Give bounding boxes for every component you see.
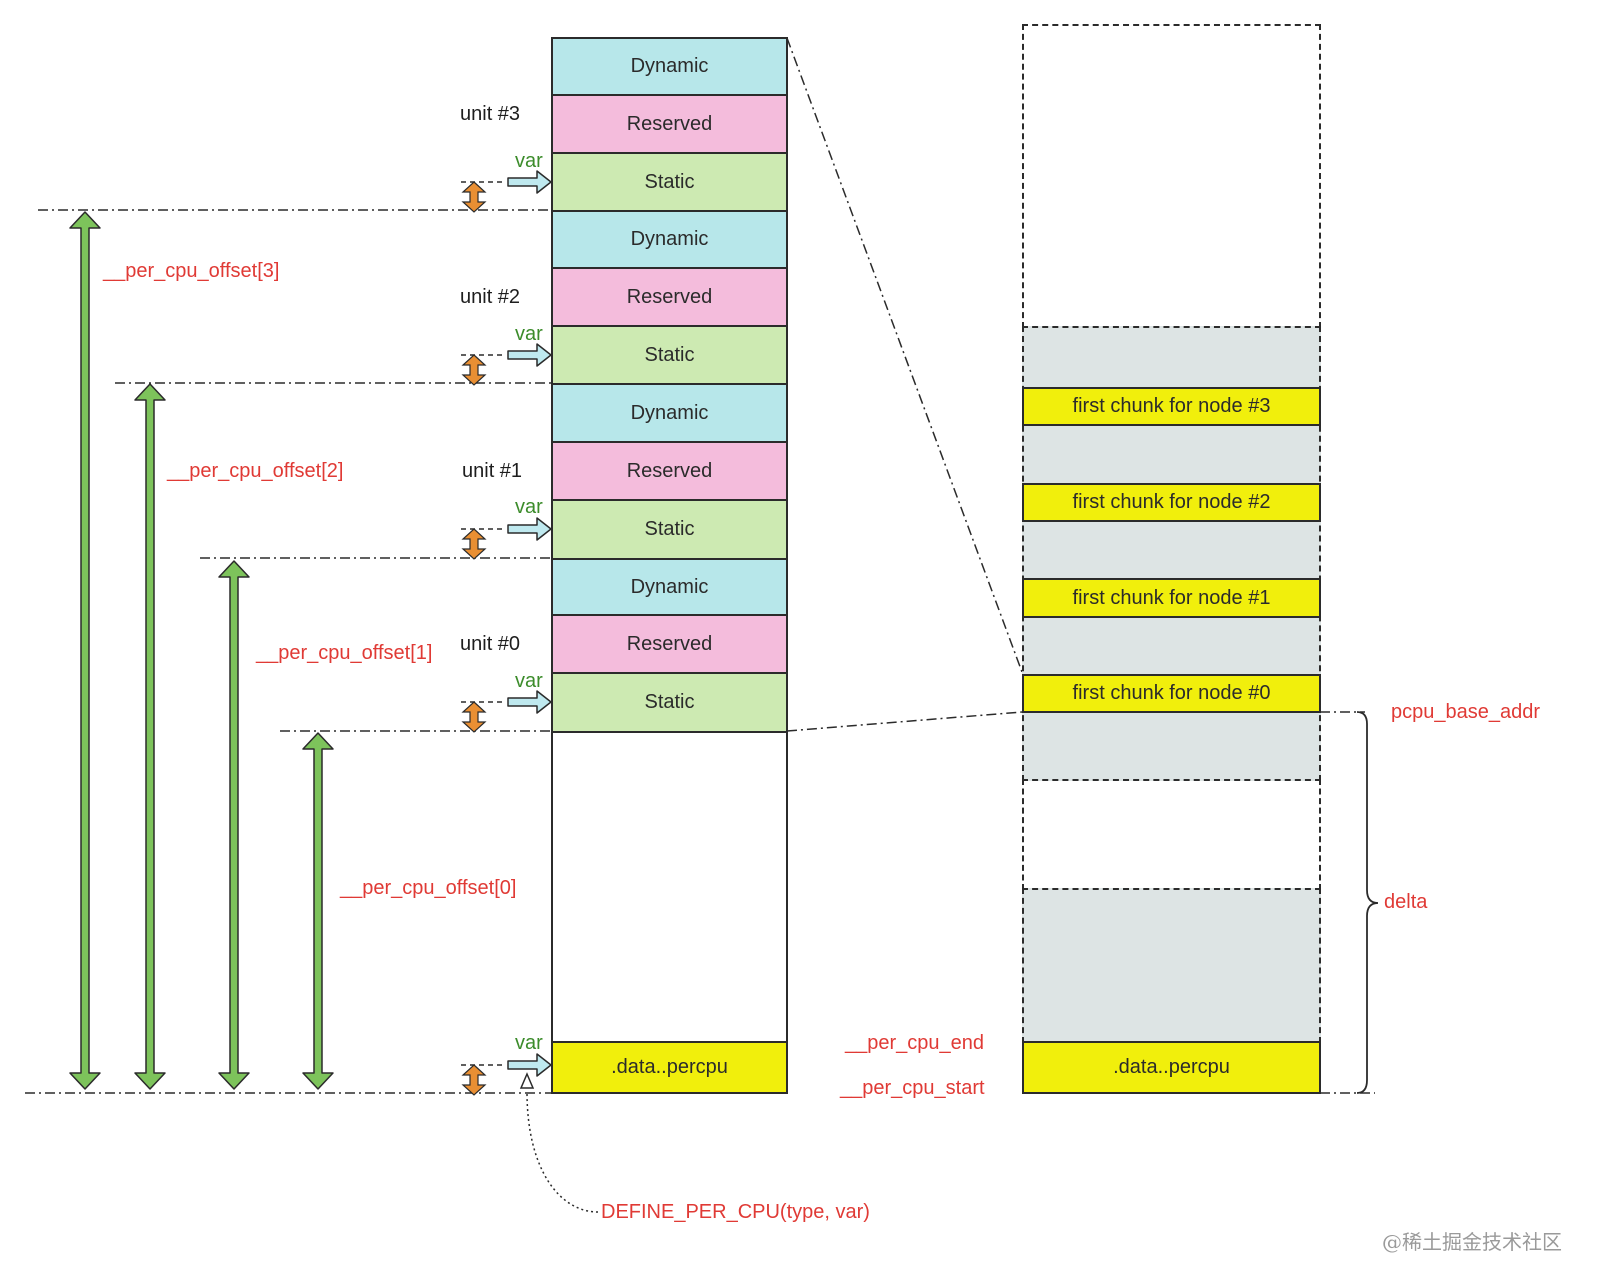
unit1-reserved: Reserved <box>551 441 788 501</box>
unit-label-3: unit #3 <box>460 103 521 125</box>
var-label-2: var <box>515 323 543 345</box>
unit2-dynamic: Dynamic <box>551 210 788 269</box>
connector-top <box>786 37 1023 673</box>
offset-arrow-2 <box>134 383 166 1090</box>
unit2-static: Static <box>551 325 788 385</box>
per-cpu-start-label: __per_cpu_start <box>840 1077 985 1099</box>
unit0-dynamic: Dynamic <box>551 558 788 616</box>
delta-brace <box>1356 711 1379 1094</box>
kernel-image-region <box>551 731 788 1043</box>
offset-label-2: __per_cpu_offset[2] <box>167 460 344 482</box>
offset-marker-unit1 <box>461 528 487 560</box>
unit1-static: Static <box>551 499 788 560</box>
offset-arrow-3 <box>69 211 101 1090</box>
offset-marker-data <box>461 1064 487 1096</box>
var-label-data: var <box>515 1032 543 1054</box>
offset-marker-unit3 <box>461 181 487 213</box>
unit-label-0: unit #0 <box>460 633 521 655</box>
unit-label-2: unit #2 <box>460 286 521 308</box>
var-arrow-unit1 <box>507 517 552 541</box>
right-gray-lower <box>1022 888 1321 1043</box>
offset-arrow-0 <box>302 732 334 1090</box>
var-arrow-unit0 <box>507 690 552 714</box>
unit0-reserved: Reserved <box>551 614 788 674</box>
unit0-static: Static <box>551 672 788 733</box>
per-cpu-end-label: __per_cpu_end <box>845 1032 985 1054</box>
define-per-cpu-pointer <box>526 1091 599 1213</box>
first-chunk-node-0: first chunk for node #0 <box>1022 674 1321 713</box>
define-per-cpu-arrowhead <box>519 1072 535 1089</box>
define-per-cpu-label: DEFINE_PER_CPU(type, var) <box>601 1201 870 1223</box>
unit1-dynamic: Dynamic <box>551 383 788 443</box>
offset-label-0: __per_cpu_offset[0] <box>340 877 517 899</box>
var-arrow-unit2 <box>507 343 552 367</box>
pcpu-base-addr-label: pcpu_base_addr <box>1391 701 1541 723</box>
first-chunk-node-1: first chunk for node #1 <box>1022 578 1321 618</box>
watermark: @稀土掘金技术社区 <box>1382 1230 1562 1254</box>
var-label-0: var <box>515 670 543 692</box>
offset-marker-unit2 <box>461 354 487 386</box>
first-chunk-node-3: first chunk for node #3 <box>1022 387 1321 426</box>
offset-label-1: __per_cpu_offset[1] <box>256 642 433 664</box>
var-label-1: var <box>515 496 543 518</box>
offset-marker-unit0 <box>461 701 487 733</box>
vmalloc-empty-top <box>1022 24 1321 328</box>
right-gap-region <box>1022 779 1321 890</box>
connector-bottom <box>786 711 1023 732</box>
first-chunk-node-2: first chunk for node #2 <box>1022 483 1321 522</box>
unit2-reserved: Reserved <box>551 267 788 327</box>
offset-label-3: __per_cpu_offset[3] <box>103 260 280 282</box>
unit3-static: Static <box>551 152 788 212</box>
var-arrow-data <box>507 1053 552 1077</box>
data-percpu-right: .data..percpu <box>1022 1041 1321 1094</box>
offset-arrow-1 <box>218 560 250 1090</box>
var-label-3: var <box>515 150 543 172</box>
unit-label-1: unit #1 <box>462 460 523 482</box>
unit3-reserved: Reserved <box>551 94 788 154</box>
delta-label: delta <box>1384 891 1428 913</box>
data-percpu-left: .data..percpu <box>551 1041 788 1094</box>
unit3-dynamic: Dynamic <box>551 37 788 96</box>
var-arrow-unit3 <box>507 170 552 194</box>
